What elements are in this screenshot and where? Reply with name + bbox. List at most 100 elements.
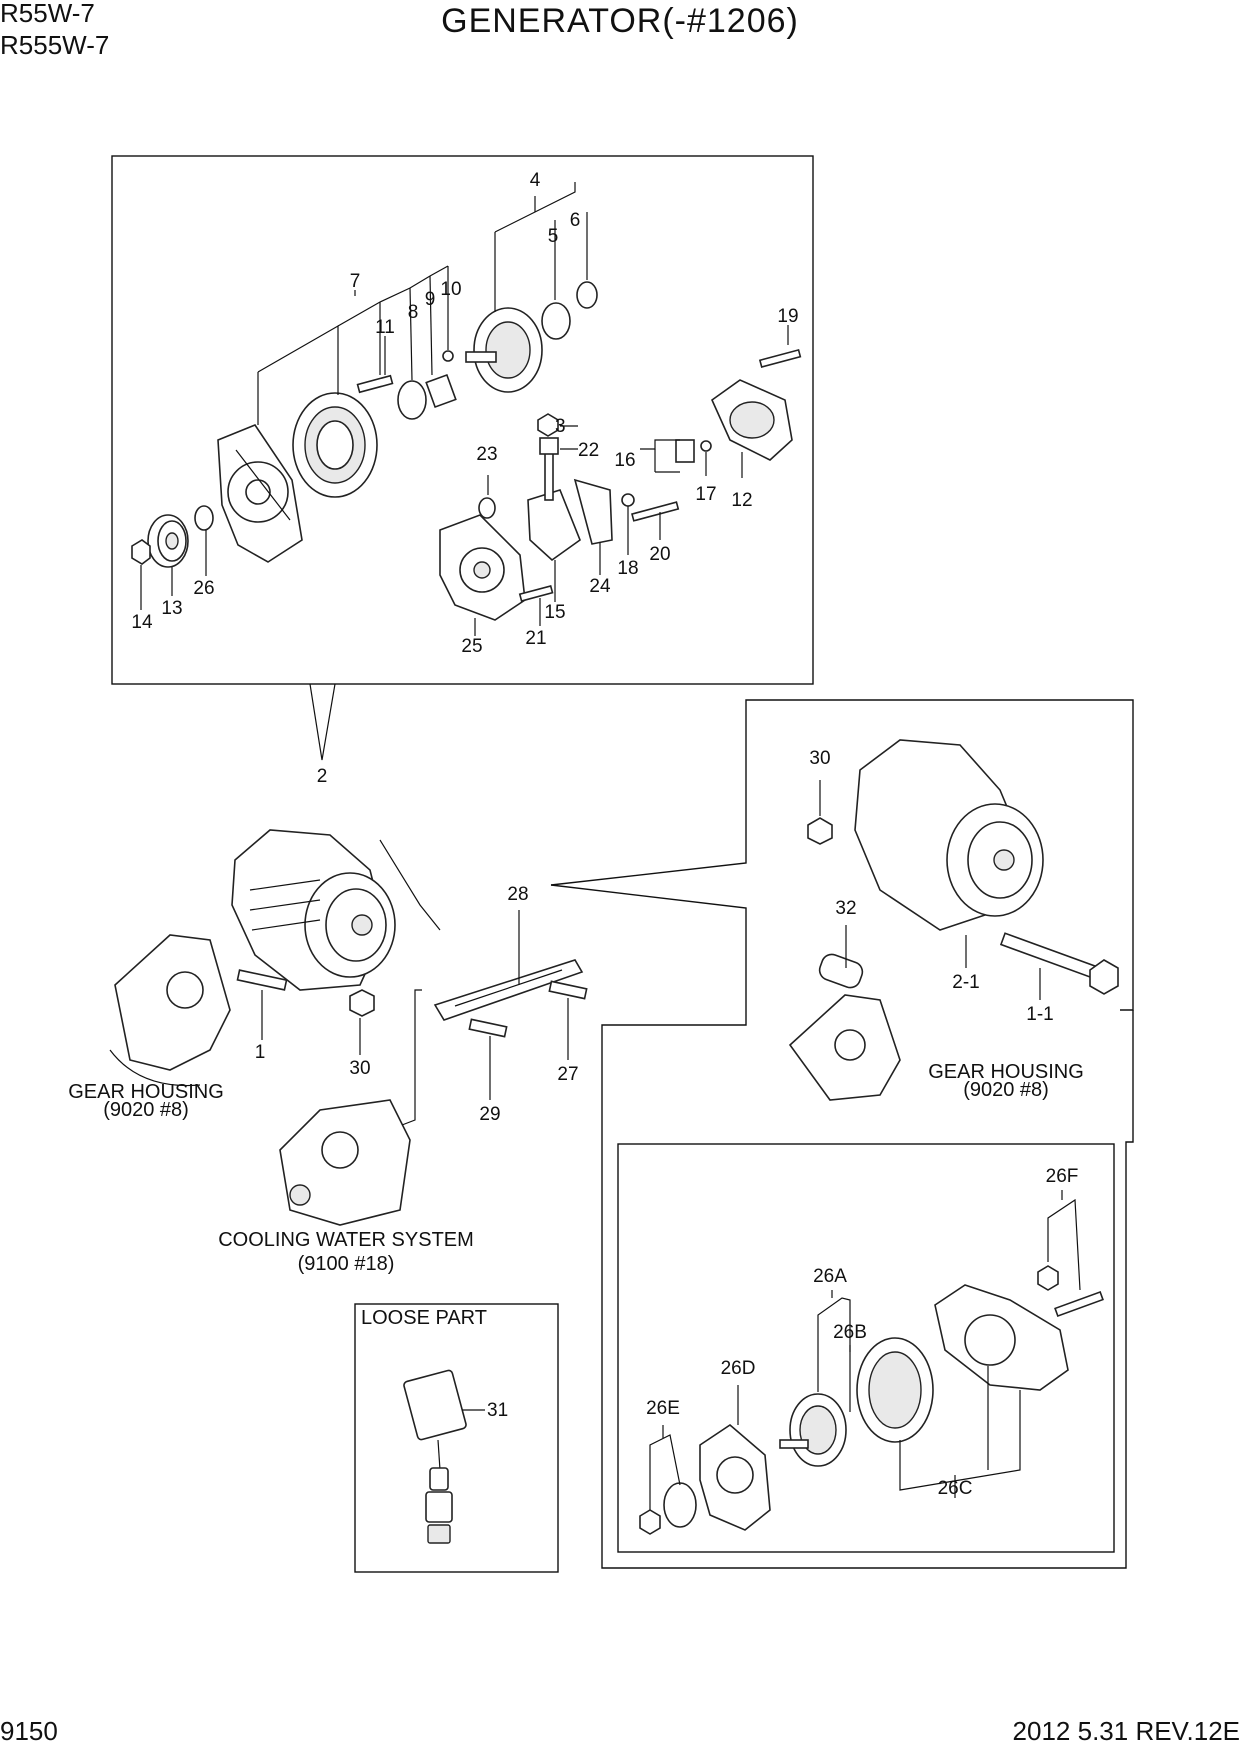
callout-14: 14 — [131, 612, 153, 633]
bolt-1-1-part — [999, 932, 1119, 995]
cooling-water-system-part — [279, 1099, 411, 1226]
rotor-part — [465, 307, 543, 393]
kit-stator-part — [856, 1337, 934, 1443]
callout-20: 20 — [649, 544, 670, 565]
callout-26f: 26F — [1046, 1166, 1079, 1187]
bearing-23-part — [478, 497, 496, 519]
callout-32: 32 — [835, 898, 856, 919]
screw-17-part — [700, 440, 712, 452]
kit-rotor-part — [779, 1393, 847, 1467]
model-label-secondary: R555W-7 — [0, 30, 110, 60]
bearing-5-part — [541, 302, 571, 340]
note-loose-part: LOOSE PART — [361, 1307, 487, 1329]
callout-6: 6 — [570, 210, 581, 231]
screw-10-part — [442, 350, 454, 362]
rear-housing-part — [439, 514, 526, 621]
page-title: GENERATOR(-#1206) — [441, 2, 799, 40]
callout-17: 17 — [695, 484, 716, 505]
note-gear-housing-right: GEAR HOUSING — [928, 1061, 1084, 1083]
option-frame-bottom — [550, 884, 1134, 1569]
callout-2-1: 2-1 — [952, 972, 979, 993]
callout-8: 8 — [408, 302, 419, 323]
callout-9: 9 — [425, 289, 436, 310]
callout-26: 26 — [193, 578, 214, 599]
callout-1-1: 1-1 — [1026, 1004, 1053, 1025]
front-housing-part — [217, 424, 303, 563]
bolt-1-part — [236, 969, 288, 991]
leader-lines-top — [140, 182, 789, 636]
callout-26c: 26C — [938, 1478, 973, 1499]
rear-cover-part — [711, 379, 793, 461]
bolt-27-part — [548, 980, 588, 1000]
callout-31: 31 — [487, 1400, 508, 1421]
bolt-19-part — [758, 348, 802, 369]
alternator-variant-part — [854, 739, 1044, 931]
callout-26d: 26D — [721, 1358, 756, 1379]
callout-28: 28 — [507, 884, 528, 905]
kit-front-housing-part — [699, 1423, 771, 1531]
cover-24-part — [573, 478, 613, 545]
callout-26e: 26E — [646, 1398, 680, 1419]
callout-27: 27 — [557, 1064, 578, 1085]
exploded-view-pointer — [309, 683, 336, 761]
kit-nut-26e-part — [639, 1509, 661, 1535]
terminal-16-part — [675, 439, 695, 463]
bolt-20-part — [631, 501, 680, 522]
option-frame-top — [550, 699, 1134, 1011]
callout-labels: 4 6 5 7 10 9 8 11 19 3 23 22 16 17 12 20… — [131, 170, 1078, 1499]
diagram-notes: GEAR HOUSING (9020 #8) GEAR HOUSING (902… — [68, 1061, 1084, 1329]
leader-lines-right — [819, 780, 1041, 1000]
kit-bolt-26f-part — [1054, 1291, 1104, 1317]
spacer-32-part — [818, 953, 864, 989]
callout-29: 29 — [479, 1104, 500, 1125]
callout-1: 1 — [255, 1042, 266, 1063]
leader-lines-kit — [649, 1190, 1081, 1510]
callout-19: 19 — [777, 306, 798, 327]
callout-21: 21 — [525, 628, 546, 649]
page-number: 9150 — [0, 1716, 58, 1746]
bearing-8-part — [397, 380, 427, 420]
kit-nut-26f-part — [1037, 1265, 1059, 1291]
callout-11: 11 — [375, 317, 395, 338]
callout-30-main: 30 — [349, 1058, 370, 1079]
generator-assembly — [231, 829, 396, 991]
exploded-view-frame — [111, 155, 814, 685]
note-gear-housing-left-ref: (9020 #8) — [103, 1099, 189, 1121]
revision-info: 2012 5.31 REV.12E — [1012, 1716, 1240, 1746]
callout-4: 4 — [530, 170, 541, 191]
callout-12: 12 — [731, 490, 752, 511]
pulley-part — [147, 514, 189, 568]
kit-housing-part — [934, 1284, 1069, 1391]
callout-2: 2 — [317, 766, 328, 787]
bolt-29-part — [468, 1018, 508, 1038]
callout-30-variant: 30 — [809, 748, 830, 769]
callout-15: 15 — [544, 602, 565, 623]
model-label-primary: R55W-7 — [0, 0, 95, 28]
callout-26b: 26B — [833, 1322, 867, 1343]
plate-9-part — [425, 373, 457, 409]
callout-5: 5 — [548, 226, 559, 247]
leader-lines-middle — [261, 839, 569, 1126]
spacer-26-part — [194, 505, 214, 531]
callout-23: 23 — [476, 444, 497, 465]
nut-30-variant-part — [807, 817, 833, 845]
callout-13: 13 — [161, 598, 182, 619]
nut-30-part — [349, 989, 375, 1017]
adjusting-plate-part — [433, 959, 584, 1021]
callout-24: 24 — [589, 576, 611, 597]
gear-housing-left — [109, 934, 231, 1087]
stator-part — [292, 392, 378, 498]
callout-22: 22 — [578, 440, 599, 461]
cover-6-part — [576, 281, 598, 309]
note-cooling-water-ref: (9100 #18) — [298, 1253, 395, 1275]
brush-holder-part — [527, 413, 581, 562]
nut-18-part — [621, 493, 635, 507]
bolt-21-part — [518, 584, 554, 602]
relay-31-part — [403, 1369, 467, 1544]
callout-7: 7 — [350, 271, 361, 292]
callout-3: 3 — [555, 416, 566, 437]
bolt-11-part — [356, 374, 394, 394]
note-gear-housing-right-ref: (9020 #8) — [963, 1079, 1049, 1101]
callout-10: 10 — [440, 279, 461, 300]
